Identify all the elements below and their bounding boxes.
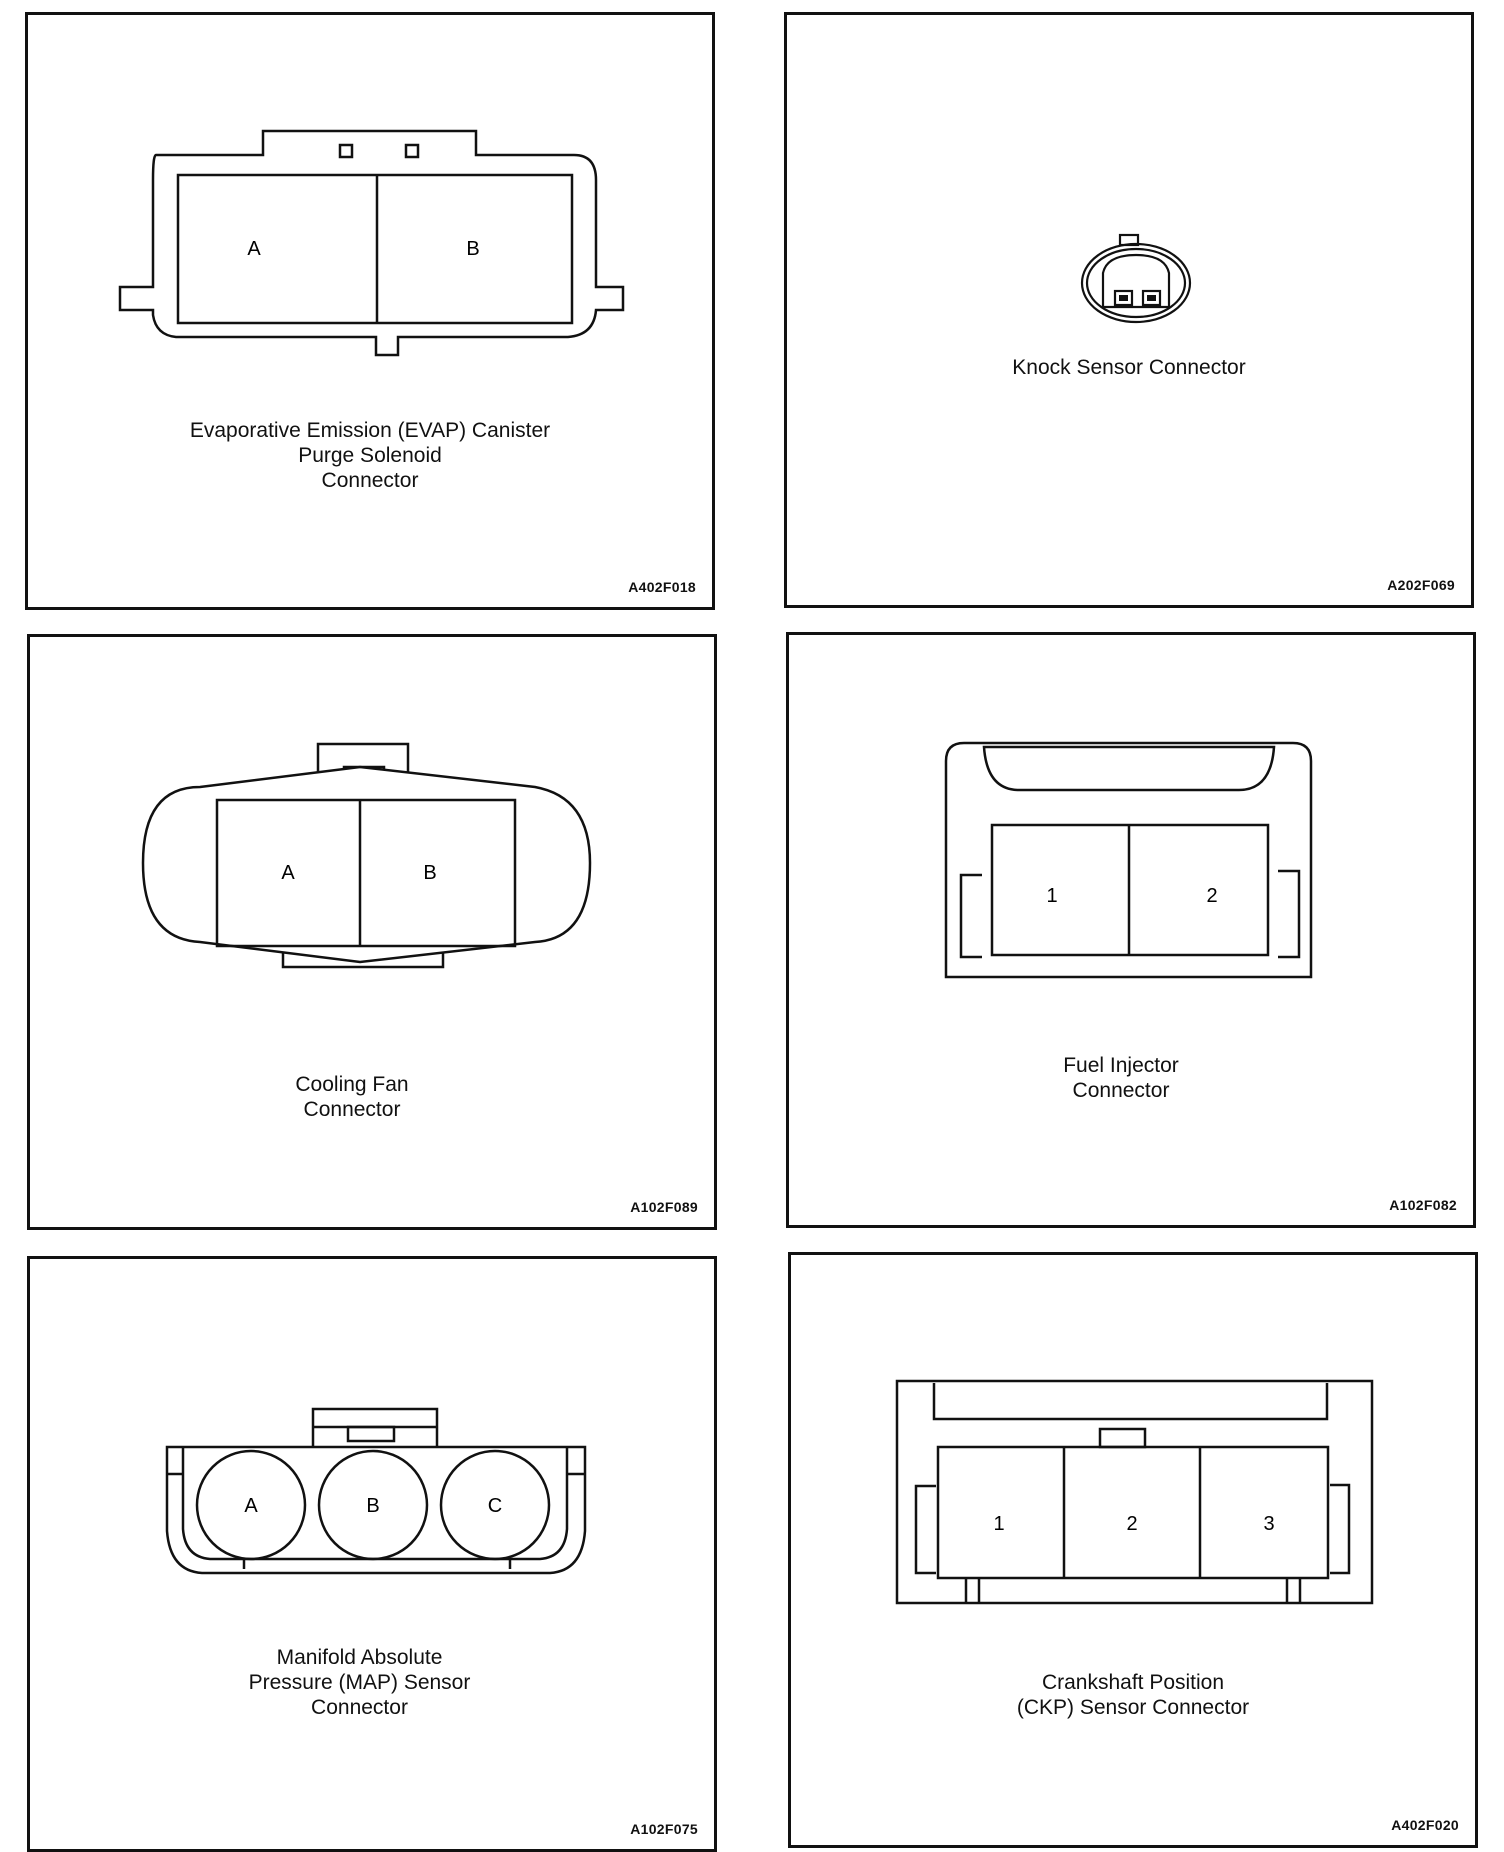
evap-caption: Evaporative Emission (EVAP) Canister Pur… [28,418,712,493]
caption-line: Cooling Fan [295,1073,409,1096]
figure-code: A102F089 [630,1199,698,1215]
map-terminal-a-label: A [244,1495,258,1517]
caption-line: Fuel Injector [1063,1054,1179,1077]
ckp-terminal-3-label: 3 [1263,1513,1274,1535]
caption-line: Knock Sensor Connector [1012,356,1246,379]
figure-code: A202F069 [1387,577,1455,593]
panel-knock-sensor-connector: Knock Sensor Connector A202F069 [784,12,1474,608]
evap-terminal-b-label: B [466,238,479,260]
caption-line: Purge Solenoid [298,444,442,467]
caption-line: Connector [311,1696,408,1719]
ckp-terminal-1-label: 1 [993,1513,1004,1535]
caption-line: (CKP) Sensor Connector [1016,1696,1250,1719]
panel-evap-connector: A B Evaporative Emission (EVAP) Canister… [25,12,715,610]
ckp-caption: Crankshaft Position (CKP) Sensor Connect… [791,1670,1475,1720]
evap-terminal-a-label: A [247,238,261,260]
cooling-fan-terminal-b-label: B [423,862,436,884]
ckp-terminal-2-label: 2 [1126,1513,1137,1535]
figure-code: A402F020 [1391,1817,1459,1833]
fuel-injector-caption: Fuel Injector Connector [769,1053,1473,1103]
cooling-fan-terminal-a-label: A [281,862,295,884]
caption-line: Connector [303,1098,401,1121]
caption-line: Evaporative Emission (EVAP) Canister [189,419,551,442]
caption-line: Manifold Absolute [276,1646,443,1669]
cooling-fan-diagram: A B [141,742,592,969]
map-caption: Manifold Absolute Pressure (MAP) Sensor … [5,1645,714,1720]
evap-connector-diagram: A B [118,129,625,357]
ckp-sensor-diagram: 1 2 3 [895,1379,1374,1605]
figure-code: A402F018 [628,579,696,595]
knock-caption: Knock Sensor Connector [787,355,1471,380]
map-terminal-b-label: B [366,1495,379,1517]
panel-fuel-injector-connector: 1 2 Fuel Injector Connector A102F082 [786,632,1476,1228]
fuel-injector-diagram: 1 2 [944,741,1313,979]
cooling-fan-caption: Cooling Fan Connector [0,1072,714,1122]
panel-cooling-fan-connector: A B Cooling Fan Connector A102F089 [27,634,717,1230]
knock-sensor-diagram [1080,233,1192,324]
map-sensor-diagram: A B C [165,1407,587,1575]
panel-map-sensor-connector: A B C Manifold Absolute Pressure (MAP) S… [27,1256,717,1852]
figure-code: A102F075 [630,1821,698,1837]
map-terminal-c-label: C [488,1495,502,1517]
fuel-injector-terminal-2-label: 2 [1206,885,1217,907]
caption-line: Connector [1072,1079,1170,1102]
fuel-injector-terminal-1-label: 1 [1046,885,1057,907]
figure-code: A102F082 [1389,1197,1457,1213]
caption-line: Crankshaft Position [1041,1671,1225,1694]
panel-ckp-sensor-connector: 1 2 3 Crankshaft Position (CKP) Sensor C… [788,1252,1478,1848]
caption-line: Connector [321,469,419,492]
caption-line: Pressure (MAP) Sensor [248,1671,471,1694]
